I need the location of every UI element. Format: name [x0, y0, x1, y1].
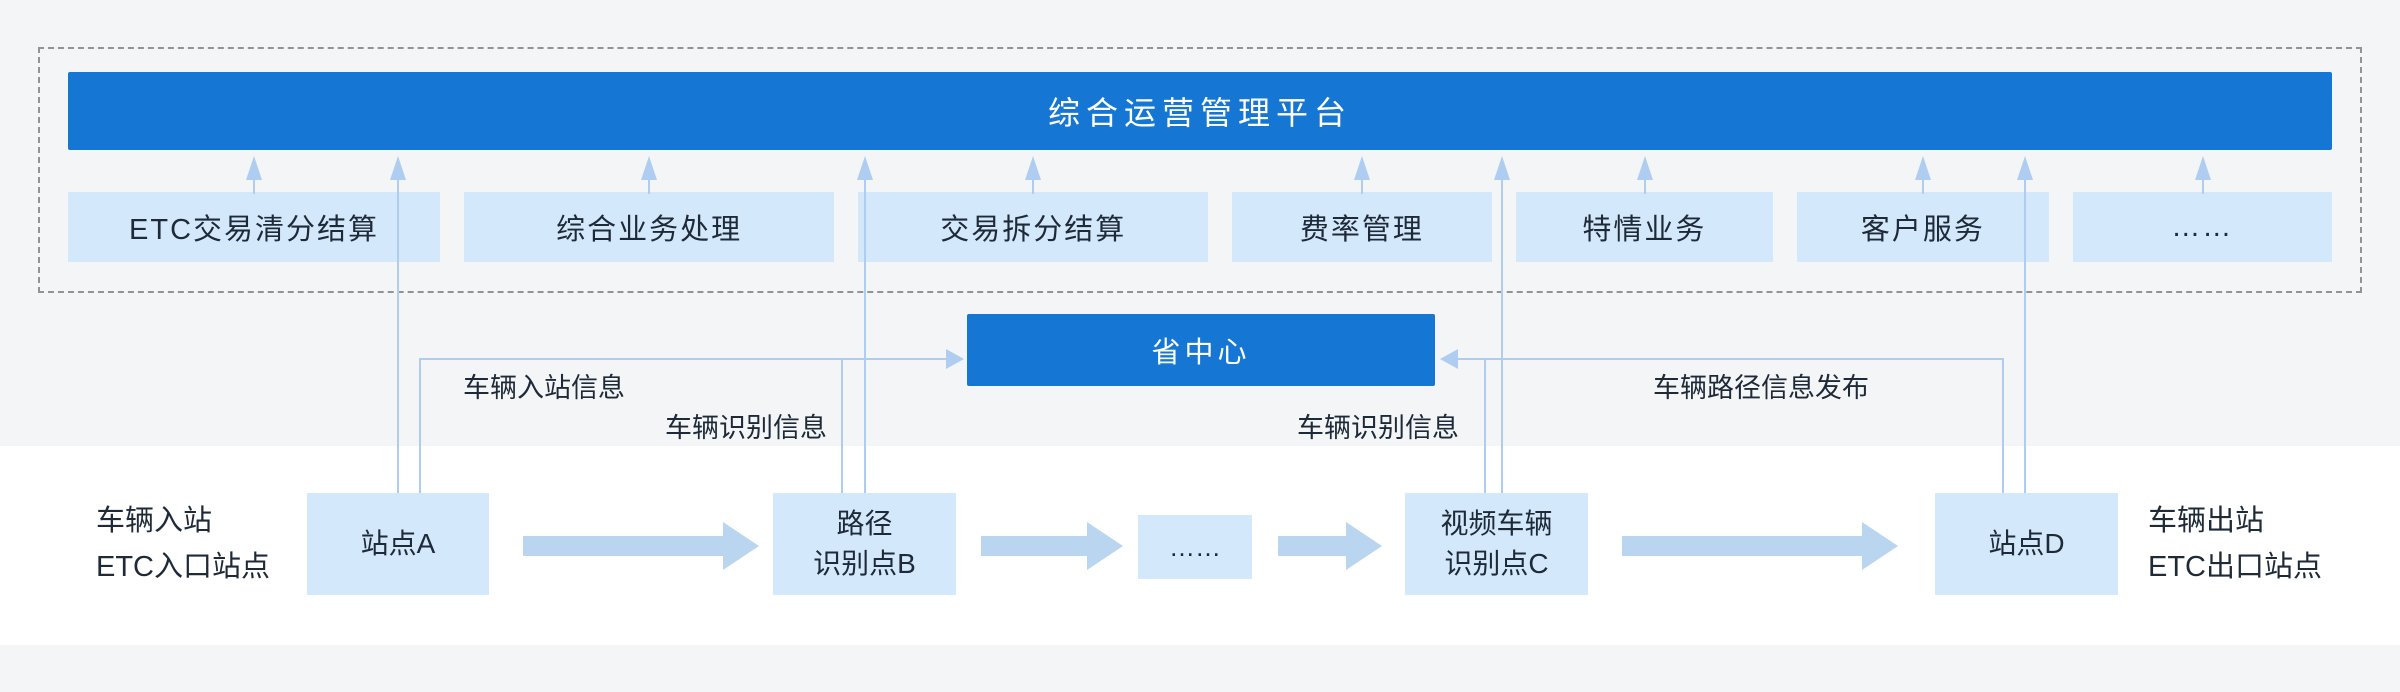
- connector-line: [1458, 358, 2004, 360]
- flow-arrow-tail: [981, 536, 1087, 556]
- platform-banner: 综合运营管理平台: [68, 72, 2332, 150]
- connector-line: [419, 358, 421, 493]
- flow-arrow-tail: [1278, 536, 1346, 556]
- platform-title: 综合运营管理平台: [1047, 95, 1352, 131]
- left-arrow-icon: [1440, 349, 1458, 369]
- connector-line: [2024, 178, 2026, 493]
- connector-line: [1922, 178, 1924, 194]
- flow-arrow-icon: [981, 522, 1123, 570]
- up-arrow-icon: [857, 156, 873, 180]
- connector-line: [1644, 178, 1646, 194]
- entry-side-caption: 车辆入站 ETC入口站点: [96, 505, 271, 583]
- connector-line: [2002, 358, 2004, 493]
- connector-line: [253, 178, 255, 194]
- node-station-a: 站点A: [307, 493, 489, 595]
- node-video-point-c: 视频车辆 识别点C: [1405, 493, 1588, 595]
- label-vehicle-ident-info-left: 车辆识别信息: [665, 413, 827, 443]
- right-arrow-icon: [946, 349, 964, 369]
- node-path-point-b: 路径 识别点B: [773, 493, 956, 595]
- connector-line: [1484, 358, 1486, 493]
- module-rate-management: 费率管理: [1232, 192, 1492, 262]
- connector-line: [864, 178, 866, 493]
- connector-line: [1032, 178, 1034, 194]
- flow-arrow-tail: [1622, 536, 1862, 556]
- connector-line: [841, 358, 843, 493]
- up-arrow-icon: [1637, 156, 1653, 180]
- up-arrow-icon: [246, 156, 262, 180]
- up-arrow-icon: [641, 156, 657, 180]
- label-vehicle-ident-info-right: 车辆识别信息: [1297, 413, 1459, 443]
- connector-line: [1501, 178, 1503, 493]
- connector-line: [648, 178, 650, 194]
- platform-dashed-container: [38, 47, 2362, 293]
- label-vehicle-path-publish: 车辆路径信息发布: [1653, 373, 1869, 403]
- module-special-business: 特情业务: [1515, 192, 1774, 262]
- module-customer-service: 客户服务: [1797, 192, 2049, 262]
- up-arrow-icon: [1494, 156, 1510, 180]
- connector-line: [1361, 178, 1363, 194]
- flow-arrow-tail: [523, 536, 723, 556]
- platform-modules-row: ETC交易清分结算 综合业务处理 交易拆分结算 费率管理 特情业务 客户服务 ……: [68, 192, 2332, 262]
- up-arrow-icon: [1354, 156, 1370, 180]
- connector-line: [2202, 178, 2204, 194]
- up-arrow-icon: [1025, 156, 1041, 180]
- module-transaction-split: 交易拆分结算: [858, 192, 1209, 262]
- node-station-d: 站点D: [1935, 493, 2118, 595]
- up-arrow-icon: [2017, 156, 2033, 180]
- up-arrow-icon: [2195, 156, 2211, 180]
- flow-arrow-head: [1862, 522, 1898, 570]
- module-integrated-business: 综合业务处理: [464, 192, 835, 262]
- node-ellipsis: ……: [1138, 515, 1252, 579]
- connector-line: [419, 358, 946, 360]
- flow-arrow-head: [1087, 522, 1123, 570]
- module-ellipsis: ……: [2072, 192, 2332, 262]
- flow-arrow-icon: [523, 522, 759, 570]
- module-etc-clearing: ETC交易清分结算: [68, 192, 441, 262]
- province-center-box: 省中心: [967, 314, 1435, 386]
- flow-arrow-head: [723, 522, 759, 570]
- up-arrow-icon: [1915, 156, 1931, 180]
- connector-line: [397, 178, 399, 493]
- flow-arrow-icon: [1278, 522, 1382, 570]
- label-vehicle-entry-info: 车辆入站信息: [463, 373, 625, 403]
- flow-arrow-icon: [1622, 522, 1898, 570]
- flow-arrow-head: [1346, 522, 1382, 570]
- exit-side-caption: 车辆出站 ETC出口站点: [2148, 505, 2323, 583]
- up-arrow-icon: [390, 156, 406, 180]
